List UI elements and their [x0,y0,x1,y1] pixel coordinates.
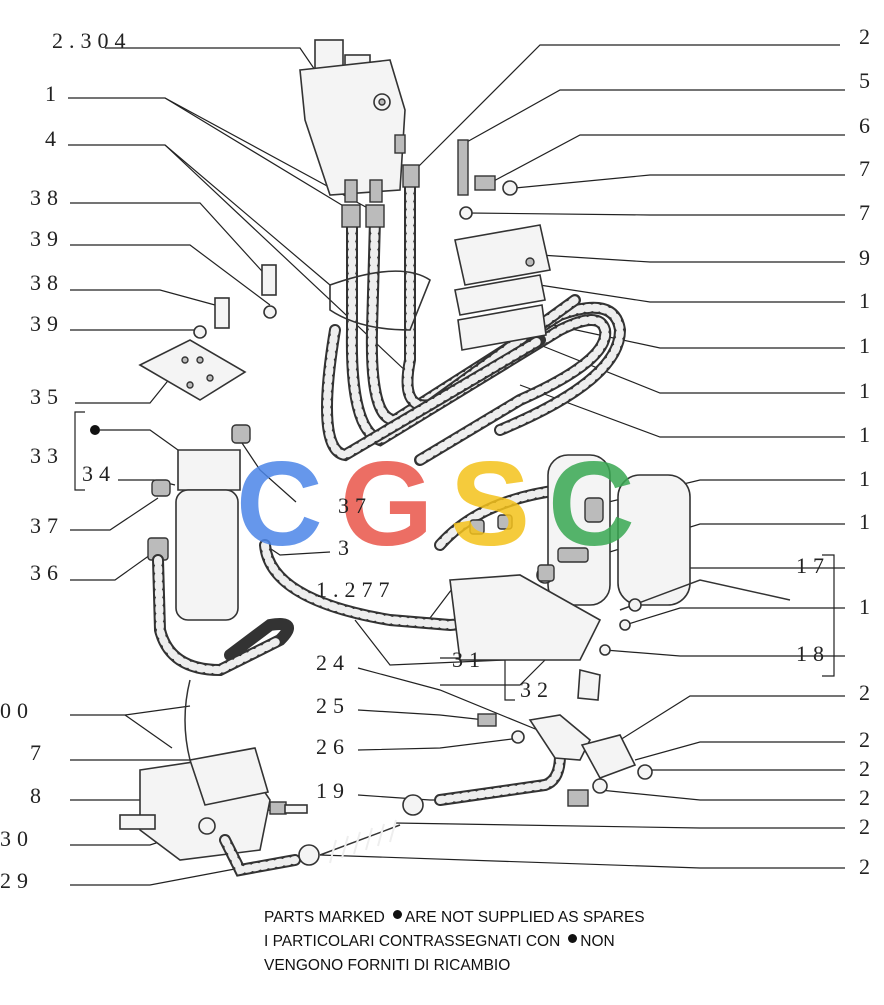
part-label: 2 [859,854,876,879]
part-label: 1 [859,466,876,491]
part-label: 25 [316,693,350,718]
watermark-letter: S [450,437,530,571]
center-labels: 37 3 1.277 31 32 24 25 26 19 [316,493,554,803]
right-labels: 2 5 6 7 7 9 1 1 1 1 1 1 17 1 18 2 2 2 2 … [796,24,876,879]
note-text: PARTS MARKED [264,909,385,926]
part-label: 36 [30,560,64,585]
part-label: 2 [859,727,876,752]
part-label: 30 [0,826,34,851]
part-label: 17 [796,553,830,578]
part-label: 1 [859,594,876,619]
part-label: 7 [859,200,876,225]
watermark-letter: C [236,437,323,571]
part-label: 1 [859,288,876,313]
part-label: 7 [859,156,876,181]
hose-clamp-blocks [329,139,551,351]
part-label: 2 [859,785,876,810]
lower-hoses [152,483,601,806]
part-label: 2.304 [52,28,132,53]
part-label: 2 [859,680,876,705]
bullet-dot-icon [568,934,578,943]
part-label: 9 [859,245,876,270]
part-label: 1 [859,378,876,403]
watermark-letter: G [340,437,433,571]
part-label: 39 [30,311,64,336]
part-label: 8 [30,783,47,808]
part-label: 5 [859,68,876,93]
note-text: NON [580,933,615,950]
part-label: 38 [30,185,64,210]
part-label: 32 [520,677,554,702]
part-label: 2 [859,756,876,781]
spring-hose [298,713,653,866]
part-label: 2 [859,814,876,839]
hose-bundle [321,164,627,466]
control-valve [299,39,406,203]
hydraulic-pump [119,747,308,877]
engine-tanks [449,454,791,701]
part-label: 24 [316,650,350,675]
part-label: 3 [338,535,355,560]
spares-note: PARTS MARKED ARE NOT SUPPLIED AS SPARES I… [264,906,645,978]
part-label: 31 [452,647,486,672]
note-line-1: PARTS MARKED ARE NOT SUPPLIED AS SPARES [264,906,645,930]
note-line-2: I PARTICOLARI CONTRASSEGNATI CON NON [264,930,645,954]
part-label: 37 [338,493,372,518]
part-label: 1 [859,509,876,534]
left-labels: 2.304 1 4 38 39 38 39 35 33 34 37 36 00 … [0,28,132,893]
part-label: 1 [859,333,876,358]
part-label: 1 [859,422,876,447]
part-label: 33 [30,443,64,468]
part-label: 6 [859,113,876,138]
part-label: 29 [0,868,34,893]
part-label: 7 [30,740,47,765]
pipe-fitting [469,497,604,582]
part-label: 26 [316,734,350,759]
note-text: I PARTICOLARI CONTRASSEGNATI CON [264,933,561,950]
part-label: 4 [45,126,62,151]
part-label: 35 [30,384,64,409]
filter-assembly [138,264,277,621]
part-label: 34 [82,461,116,486]
part-label: 2 [859,24,876,49]
note-line-3: VENGONO FORNITI DI RICAMBIO [264,954,645,978]
note-text: VENGONO FORNITI DI RICAMBIO [264,957,511,974]
watermark-letter: C [548,437,635,571]
part-label: 19 [316,778,350,803]
part-label: 1.277 [316,577,396,602]
bullet-dot-icon [392,910,402,919]
part-label: 1 [45,81,62,106]
note-text: ARE NOT SUPPLIED AS SPARES [404,909,645,926]
part-label: 37 [30,513,64,538]
part-label: 38 [30,270,64,295]
not-supplied-dot [90,425,100,435]
part-label: 39 [30,226,64,251]
watermark-cgsc: C G S C [236,437,635,571]
part-label: 18 [796,641,830,666]
part-label: 00 [0,698,34,723]
